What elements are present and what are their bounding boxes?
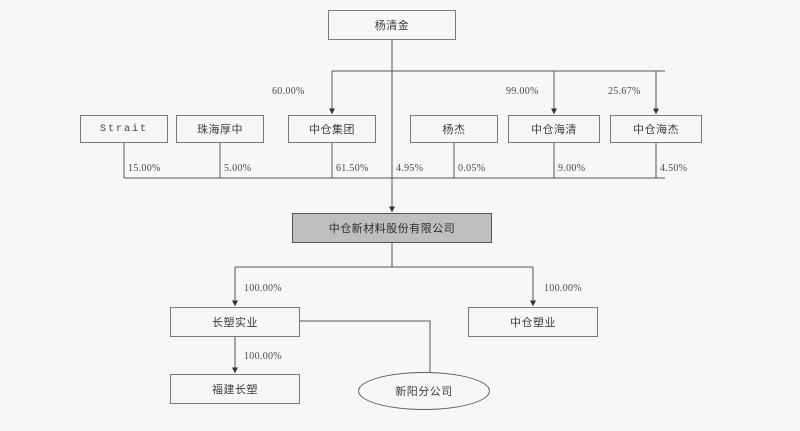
edge-label-60-00: 60.00% [272, 86, 305, 97]
node-zhongcangsuye[interactable]: 中仓塑业 [468, 307, 598, 337]
edge-label-9-00: 9.00% [558, 163, 586, 174]
edge-label-99-00: 99.00% [506, 86, 539, 97]
edge-to-xinyangfengongsi [300, 320, 431, 372]
edge-label-100-00-fujian: 100.00% [244, 351, 282, 362]
node-changsushiye[interactable]: 长塑实业 [170, 307, 300, 337]
node-yangqingjin[interactable]: 杨清金 [328, 10, 456, 40]
node-zhongcang-xincailiao[interactable]: 中仓新材料股份有限公司 [292, 213, 492, 243]
edge-label-25-67: 25.67% [608, 86, 641, 97]
node-zhongcanghaijie[interactable]: 中仓海杰 [610, 115, 702, 143]
edge-label-0-05: 0.05% [458, 163, 486, 174]
node-fujianchangsu[interactable]: 福建长塑 [170, 374, 300, 404]
edge-label-4-95: 4.95% [396, 163, 424, 174]
node-zhongcangjituan[interactable]: 中仓集团 [288, 115, 376, 143]
node-strait[interactable]: Strait [80, 115, 168, 143]
edge-label-4-50: 4.50% [660, 163, 688, 174]
node-xinyangfengongsi[interactable]: 新阳分公司 [358, 372, 490, 410]
node-yangjie[interactable]: 杨杰 [410, 115, 498, 143]
edge-label-15-00: 15.00% [128, 163, 161, 174]
edge-label-61-50: 61.50% [336, 163, 369, 174]
node-zhuhaihouzhong[interactable]: 珠海厚中 [176, 115, 264, 143]
edge-label-5-00: 5.00% [224, 163, 252, 174]
node-zhongcanghaiqing[interactable]: 中仓海清 [508, 115, 600, 143]
edge-label-100-00-changsu: 100.00% [244, 283, 282, 294]
edge-label-100-00-suye: 100.00% [544, 283, 582, 294]
